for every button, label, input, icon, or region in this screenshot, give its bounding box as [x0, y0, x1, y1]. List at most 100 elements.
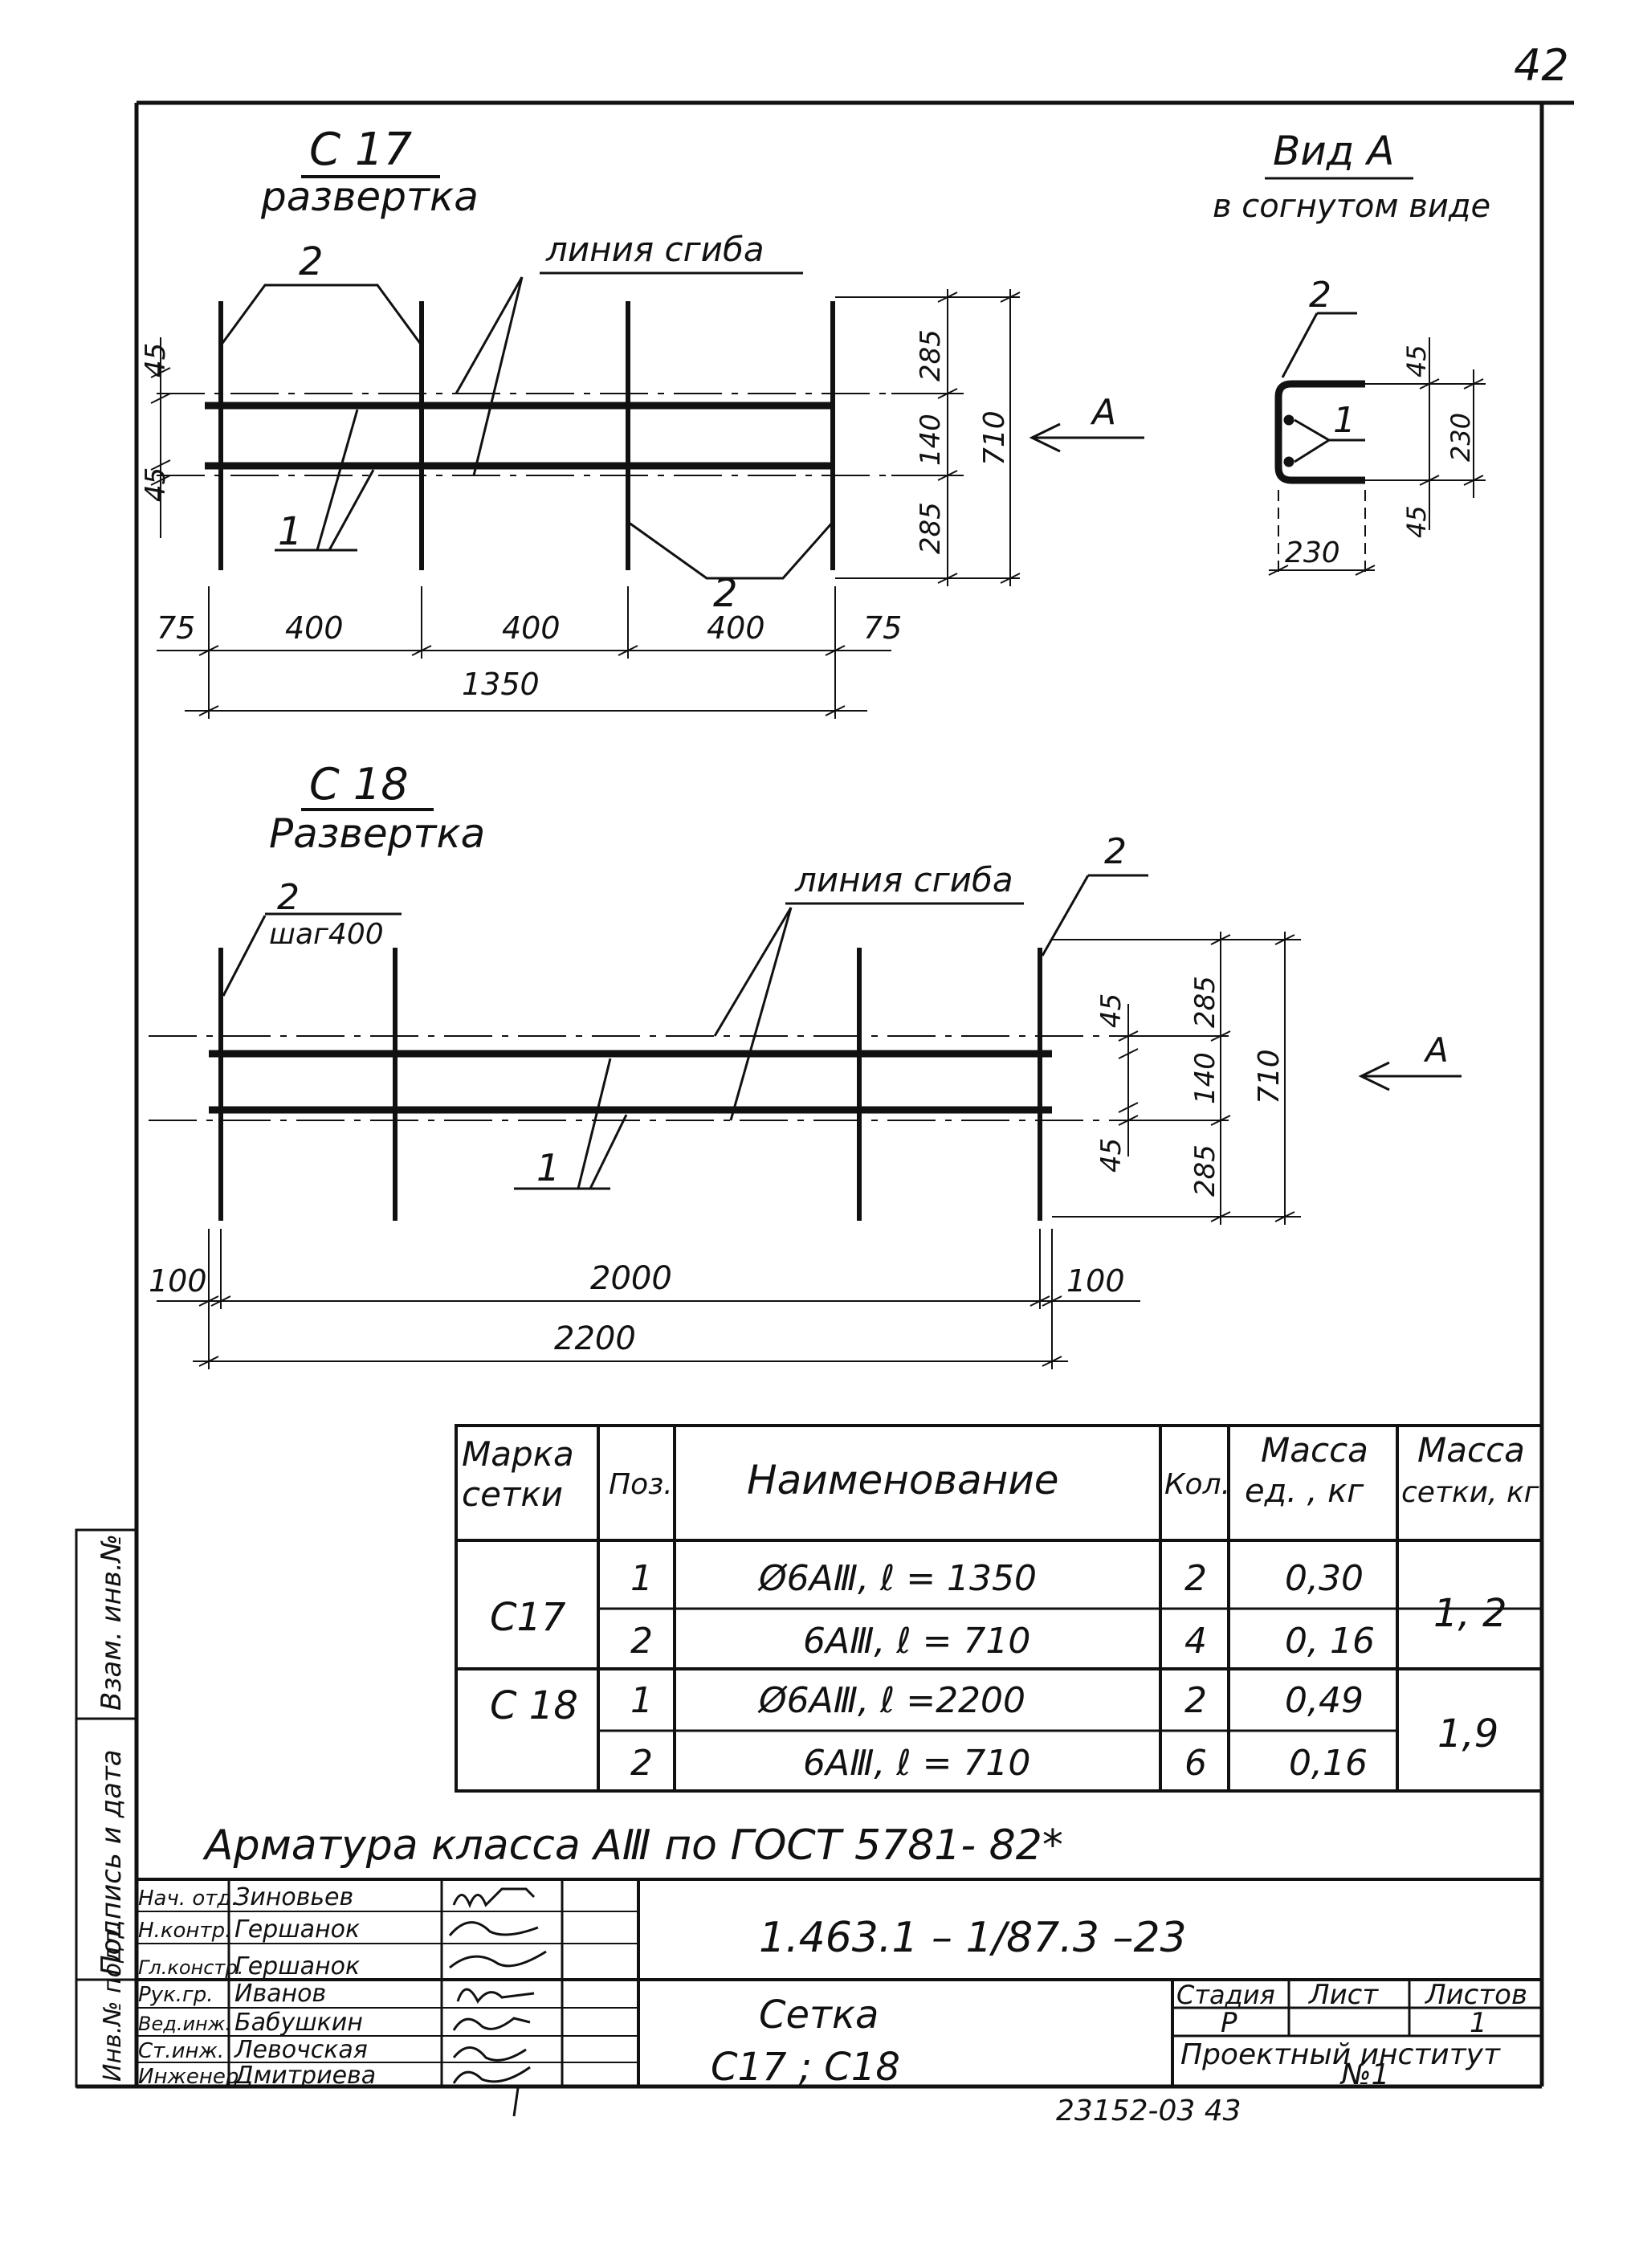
stage-header: Стадия	[1176, 1980, 1275, 2010]
row1-mass-total: 1, 2	[1433, 1591, 1507, 1636]
reinforcement-note: Арматура класса АⅢ по ГОСТ 5781- 82*	[202, 1821, 1063, 1870]
role-engineer: Инженер	[138, 2065, 239, 2089]
th-mark-1: Марка	[462, 1434, 574, 1474]
c17-title: С 17	[309, 124, 413, 176]
signatures	[448, 1887, 547, 2117]
sheet-header: Лист	[1307, 1979, 1379, 2011]
drawing-title-line2: С17 ; С18	[711, 2045, 900, 2090]
row1-mark: С17	[490, 1595, 566, 1640]
view-a-section	[1268, 312, 1486, 578]
c18-dim-2000: 2000	[590, 1260, 672, 1297]
title-block-row-lines	[137, 1911, 638, 2063]
organization-line2: №1	[1339, 2058, 1389, 2091]
c17-dim-400-b: 400	[502, 610, 561, 646]
row4-pos: 2	[630, 1743, 653, 1784]
th-pos: Поз.	[609, 1468, 673, 1501]
c18-title: С 18	[309, 759, 409, 810]
row4-qty: 6	[1184, 1743, 1207, 1784]
stage-value: Р	[1221, 2007, 1237, 2039]
sheets-value: 1	[1470, 2007, 1487, 2039]
c18-pos1: 1	[536, 1146, 560, 1189]
drawing-title-line1: Сетка	[759, 1993, 879, 2038]
name-lead-engineer: Бабушкин	[234, 2009, 363, 2037]
row4-mass-unit: 0,16	[1289, 1743, 1368, 1784]
th-mark-2: сетки	[462, 1475, 563, 1514]
spec-table-grid	[455, 1424, 1543, 1793]
row2-pos: 2	[630, 1621, 653, 1662]
view-a-dim-230-vertical: 230	[1445, 413, 1476, 462]
c17-dim-140: 140	[915, 414, 947, 466]
organization-line1: Проектный институт	[1180, 2038, 1501, 2071]
c18-dim-45-top: 45	[1095, 993, 1127, 1028]
c17-dim-45-bottom: 45	[140, 467, 172, 502]
view-a-subtitle: в согнутом виде	[1213, 188, 1490, 225]
view-a-dim-230-horizontal: 230	[1285, 536, 1340, 569]
name-engineer: Дмитриева	[233, 2062, 376, 2090]
c17-dim-400-a: 400	[285, 610, 344, 646]
th-mass-total-2: сетки, кг	[1401, 1476, 1540, 1509]
row2-qty: 4	[1184, 1621, 1207, 1662]
c17-view-arrow	[1029, 422, 1144, 453]
row3-mark: С 18	[490, 1683, 578, 1728]
document-code: 1.463.1 – 1/87.3 –23	[759, 1914, 1187, 1962]
c18-pos2-left: 2	[277, 877, 300, 918]
page-number: 42	[1514, 40, 1569, 91]
c17-dim-1350: 1350	[462, 667, 540, 702]
role-chief-designer: Гл.констр.	[138, 1956, 243, 1979]
c18-dim-lines	[157, 932, 1301, 1369]
row2-name: 6АⅢ, ℓ = 710	[803, 1621, 1030, 1662]
view-a-title: Вид А	[1273, 128, 1394, 174]
c18-dim-140: 140	[1189, 1052, 1221, 1104]
c17-pos1: 1	[278, 509, 303, 554]
c17-pos2-bottom: 2	[713, 571, 738, 616]
name-head-of-department: Зиновьев	[234, 1883, 353, 1911]
role-lead-engineer: Вед.инж.	[138, 2013, 231, 2035]
view-a-dim-45-bottom: 45	[1401, 505, 1432, 538]
c18-mesh	[149, 875, 1156, 1221]
side-strip	[75, 1528, 138, 2088]
row1-qty: 2	[1184, 1558, 1207, 1599]
row4-name: 6АⅢ, ℓ = 710	[803, 1743, 1030, 1784]
row1-pos: 1	[630, 1558, 653, 1599]
title-block-grid	[137, 1878, 1542, 2086]
c18-dim-100-left: 100	[149, 1263, 207, 1299]
side-label-replacement: Взам. инв.№	[96, 1534, 128, 1711]
c18-dim-285-top: 285	[1189, 976, 1221, 1028]
c17-dim-75-left: 75	[157, 610, 195, 646]
c18-step-label: шаг400	[269, 918, 384, 951]
c17-fold-line-label: линия сгиба	[545, 230, 764, 269]
th-mass-unit-2: ед. , кг	[1245, 1473, 1364, 1510]
c17-dim-285-top: 285	[915, 329, 947, 381]
bottom-code: 23152-03 43	[1056, 2095, 1241, 2127]
row1-mass-unit: 0,30	[1285, 1558, 1364, 1599]
view-a-pos1: 1	[1333, 400, 1356, 441]
c18-subtitle: Развертка	[269, 810, 485, 857]
c18-dim-45-bottom: 45	[1095, 1138, 1127, 1173]
name-group-leader: Иванов	[234, 1980, 326, 2008]
name-senior-engineer: Левочская	[234, 2036, 368, 2064]
row3-qty: 2	[1184, 1680, 1207, 1721]
th-qty: Кол.	[1164, 1468, 1230, 1501]
c18-arrow-label: А	[1423, 1030, 1449, 1070]
side-label-signature-date: Подпись и дата	[96, 1749, 128, 1976]
th-name: Наименование	[747, 1457, 1059, 1503]
c18-dim-100-right: 100	[1066, 1263, 1125, 1299]
c17-mesh	[157, 276, 891, 580]
th-mass-unit-1: Масса	[1261, 1430, 1368, 1470]
c18-dim-2200: 2200	[554, 1320, 636, 1357]
role-senior-engineer: Ст.инж.	[138, 2039, 224, 2063]
c18-pos2-right: 2	[1104, 831, 1127, 872]
row1-name: Ø6АⅢ, ℓ = 1350	[757, 1558, 1037, 1599]
side-label-inventory: Инв.№ подл.	[99, 1923, 127, 2082]
row3-mass-unit: 0,49	[1285, 1680, 1364, 1721]
role-head-of-department: Нач. отд.	[138, 1887, 239, 1911]
role-norm-control: Н.контр.	[138, 1919, 231, 1943]
row3-mass-total: 1,9	[1437, 1711, 1498, 1756]
c17-dim-lines	[150, 289, 1021, 719]
c17-dim-710: 710	[978, 410, 1011, 466]
c17-dim-285-bottom: 285	[915, 502, 947, 554]
sheets-header: Листов	[1424, 1979, 1527, 2011]
name-chief-designer: Гершанок	[234, 1952, 360, 1980]
row2-mass-unit: 0, 16	[1285, 1621, 1375, 1662]
